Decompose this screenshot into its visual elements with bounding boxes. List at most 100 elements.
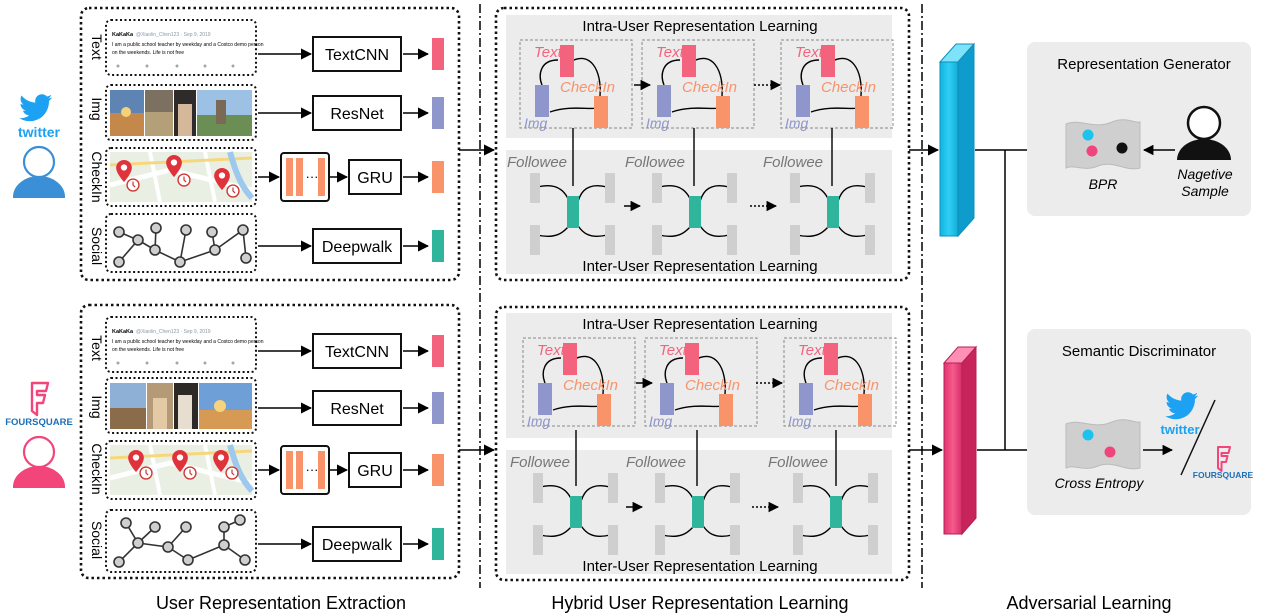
follower-node (868, 525, 878, 555)
extraction-frame-top (79, 6, 461, 282)
twitter-sample-dot (1082, 429, 1094, 441)
follower-node (533, 473, 543, 503)
gru-box (348, 452, 402, 488)
deepwalk-box (312, 228, 402, 264)
row-label-img: Img (89, 395, 105, 418)
tweet-body-1: I am a public school teacher by weekday … (112, 339, 264, 345)
checkin-node (855, 96, 869, 128)
extraction-to-hybrid-arrows (459, 144, 496, 456)
checkin-node-label: CheckIn (560, 79, 615, 96)
follower-node (533, 525, 543, 555)
foursquare-logo-icon (1217, 446, 1231, 472)
hybrid-to-embedding-arrows (909, 144, 944, 456)
textcnn-label: TextCNN (325, 47, 389, 64)
clock-icon (126, 178, 140, 192)
follower-node (865, 173, 875, 203)
social-feature-bar (432, 230, 444, 262)
svg-text:···: ··· (306, 169, 319, 184)
img-node-label: Img (785, 115, 809, 131)
checkin-node (716, 96, 730, 128)
follower-node (868, 473, 878, 503)
followee-label: Followee (768, 454, 828, 471)
user-node (827, 196, 839, 228)
img-node (660, 383, 674, 415)
user-node (692, 496, 704, 528)
hybrid-frame-top (494, 6, 911, 282)
text-node-label: Text (537, 342, 566, 359)
intra-title: Intra-User Representation Learning (582, 316, 817, 333)
checkin-node-label: CheckIn (682, 79, 737, 96)
follower-node (530, 173, 540, 203)
gru-label: GRU (357, 170, 393, 187)
tweet-handle: @Xiaolin_Chen123 · Sep 9, 2019 (136, 32, 211, 38)
text-feature-bar (432, 335, 444, 367)
tweet-card (105, 19, 257, 76)
text-node (821, 45, 835, 77)
img-node (535, 85, 549, 117)
followee-label: Followee (507, 154, 567, 171)
clock-icon (183, 466, 197, 480)
img-node-label: Img (527, 413, 551, 429)
inter-title: Inter-User Representation Learning (582, 558, 817, 575)
row-label-social: Social (89, 227, 105, 265)
img-node (538, 383, 552, 415)
follower-node (727, 225, 737, 255)
foursquare-sample-dot (1104, 446, 1116, 458)
checkin-node-label: CheckIn (821, 79, 876, 96)
img-node-label: Img (649, 413, 673, 429)
tweet-body-2: on the weekends. Life is not free (112, 347, 184, 353)
follower-node (727, 173, 737, 203)
generator-title: Representation Generator (1057, 56, 1230, 73)
tweet-body-1: I am a public school teacher by weekday … (112, 42, 264, 48)
foursquare-logo-icon (30, 381, 50, 417)
section-title-hybrid: Hybrid User Representation Learning (551, 593, 848, 613)
twitter-wordmark: twitter (18, 124, 61, 140)
text-node (824, 343, 838, 375)
photo-thumbnails (110, 90, 252, 136)
resnet-box (312, 390, 402, 426)
gru-box (348, 159, 402, 195)
tweet-author: KaKaKa (112, 32, 134, 38)
discriminator-foursquare-wordmark: FOURSQUARE (1193, 470, 1254, 480)
img-feature-bar (432, 392, 444, 424)
text-node (563, 343, 577, 375)
row-label-checkin: CheckIn (89, 151, 105, 202)
social-graph (113, 222, 252, 268)
social-graph (113, 514, 251, 568)
follower-node (608, 473, 618, 503)
gru-label: GRU (357, 463, 393, 480)
class-divider (1180, 399, 1216, 476)
text-node-label: Text (795, 44, 824, 61)
cross-entropy-label: Cross Entropy (1055, 475, 1145, 491)
text-feature-bar (432, 38, 444, 70)
follower-node (530, 225, 540, 255)
inter-user-graph: Followee (768, 454, 878, 555)
hybrid-frame-bottom (494, 305, 911, 582)
discriminator-twitter-wordmark: twitter (1161, 422, 1200, 437)
followee-label: Followee (625, 154, 685, 171)
intra-title: Intra-User Representation Learning (582, 18, 817, 35)
svg-text:···: ··· (306, 462, 319, 477)
row-label-text: Text (89, 335, 105, 361)
checkin-node (594, 96, 608, 128)
positive-sample-dot (1082, 129, 1094, 141)
checkin-node (719, 394, 733, 426)
semantic-discriminator: Semantic Discriminator Cross Entropy twi… (1027, 329, 1254, 515)
social-graph-box (105, 213, 257, 273)
follower-node (652, 173, 662, 203)
follower-node (730, 473, 740, 503)
foursquare-embedding-block (942, 345, 978, 536)
inter-user-graph: Followee (510, 454, 618, 555)
follower-node (730, 525, 740, 555)
clock-icon (139, 466, 153, 480)
bpr-label: BPR (1089, 176, 1118, 192)
checkin-feature-bar (432, 161, 444, 193)
discriminator-title: Semantic Discriminator (1062, 343, 1216, 360)
tweet-body-2: on the weekends. Life is not free (112, 50, 184, 56)
intra-inter-connectors (572, 128, 837, 486)
text-node-label: Text (659, 342, 688, 359)
hybrid-bottom: Intra-User Representation Learning Inter… (506, 313, 897, 575)
text-node-label: Text (534, 44, 563, 61)
